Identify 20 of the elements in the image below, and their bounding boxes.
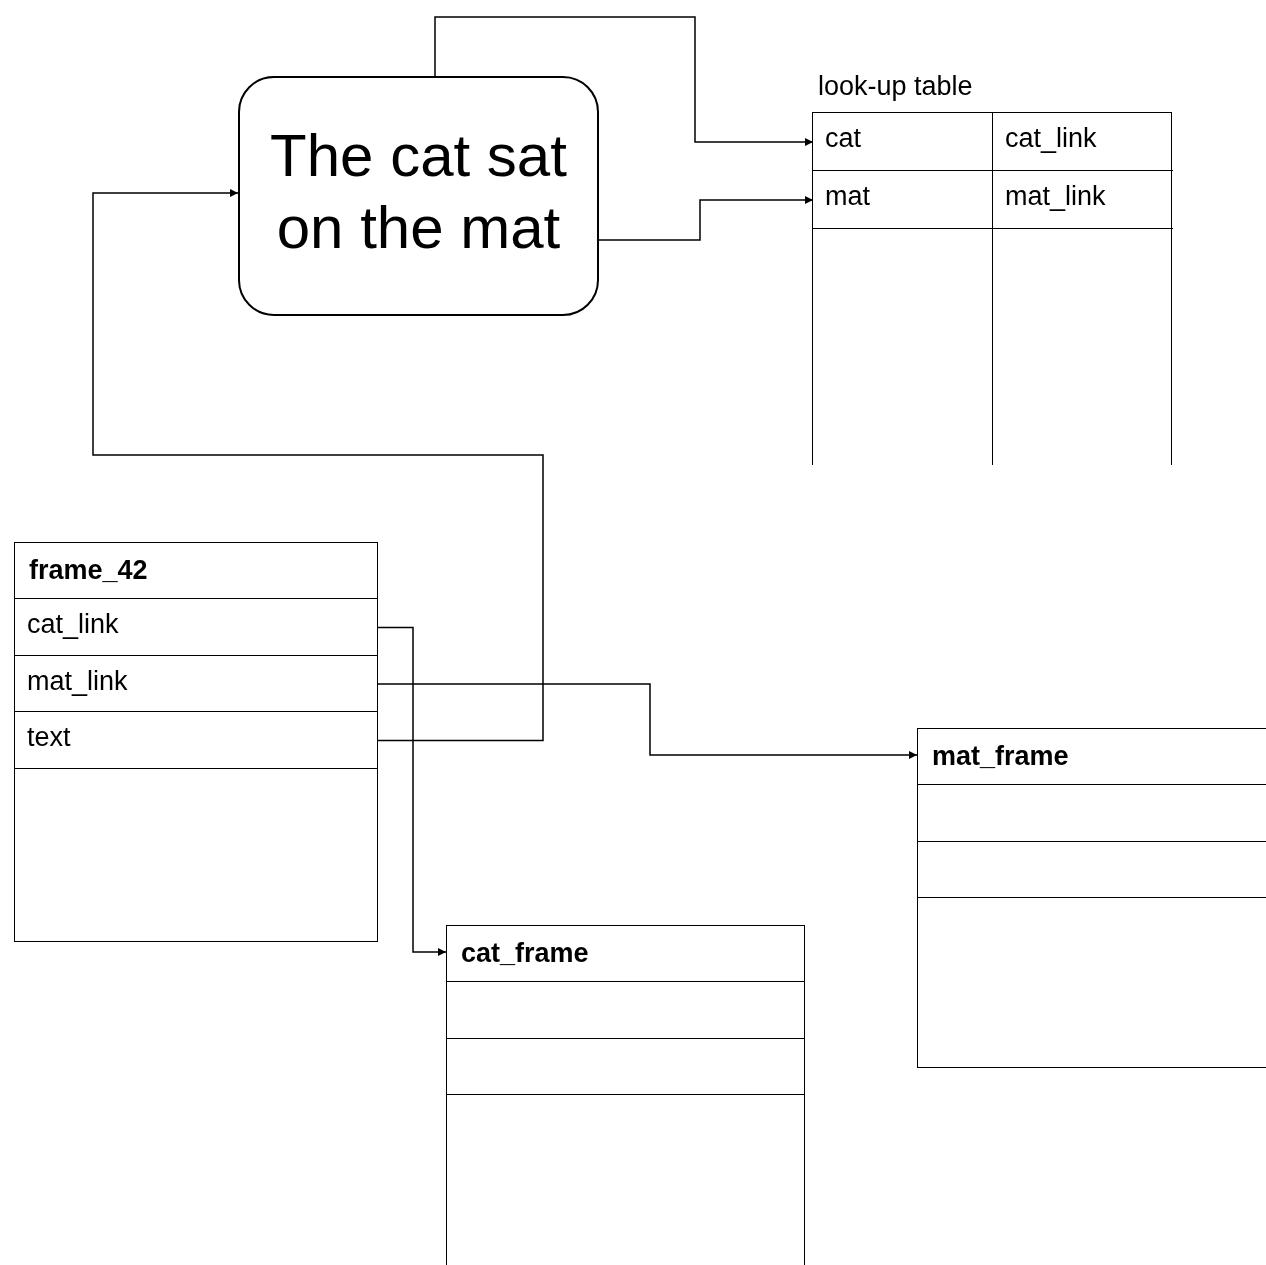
frame-table bbox=[14, 542, 378, 942]
arrow bbox=[92, 189, 544, 742]
frame-title: frame_42 bbox=[29, 555, 148, 586]
table-cell: mat_link bbox=[993, 171, 1173, 229]
arrow bbox=[434, 16, 814, 146]
table-cell: cat_link bbox=[993, 113, 1173, 171]
arrow bbox=[376, 683, 918, 759]
frame-table bbox=[446, 925, 805, 1265]
arrow bbox=[598, 196, 814, 241]
frame-row: cat_link bbox=[15, 599, 377, 656]
frame-row: text bbox=[15, 712, 377, 769]
sentence-box: The cat sat on the mat bbox=[238, 76, 599, 316]
frame-title: cat_frame bbox=[461, 938, 589, 969]
table-cell: cat bbox=[813, 113, 993, 171]
table-cell: mat bbox=[813, 171, 993, 229]
arrow bbox=[376, 626, 447, 956]
frame-row: mat_link bbox=[15, 656, 377, 712]
frame-title: mat_frame bbox=[932, 741, 1069, 772]
table-title: look-up table bbox=[818, 71, 973, 102]
frame-table bbox=[917, 728, 1266, 1068]
